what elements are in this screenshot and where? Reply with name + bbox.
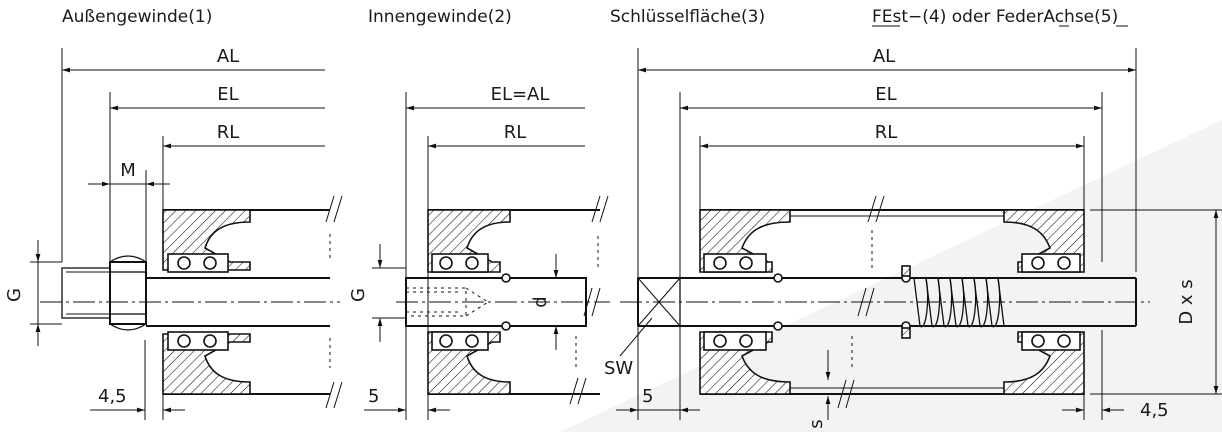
title-aussengewinde: Außengewinde(1) <box>62 7 212 27</box>
title-fest-federachse: FEst−(4) oder FederAchse(5) <box>872 7 1118 27</box>
dim-al-1: AL <box>217 46 239 67</box>
dim-m: M <box>120 160 136 181</box>
dim-s: s <box>806 419 827 428</box>
dim-d-x-s: D x s <box>1176 279 1197 324</box>
dim-rl-2: RL <box>504 122 527 143</box>
dim-d: d <box>530 296 551 307</box>
background-shade <box>560 120 1222 432</box>
dim-5-right: 5 <box>642 386 653 407</box>
dim-4-5-right: 4,5 <box>1140 400 1169 421</box>
title-schluesselflaeche: Schlüsselfläche(3) <box>610 7 765 27</box>
dim-4-5-left: 4,5 <box>98 386 127 407</box>
dim-el-1: EL <box>217 84 238 105</box>
dim-el-3: EL <box>875 84 896 105</box>
dim-5-mid: 5 <box>368 386 379 407</box>
dim-g-2: G <box>348 288 369 302</box>
dim-g-1: G <box>4 288 25 302</box>
figure-aussengewinde <box>30 48 343 420</box>
label-sw: SW <box>604 358 633 379</box>
figure-innengewinde <box>364 92 610 420</box>
title-innengewinde: Innengewinde(2) <box>368 7 512 27</box>
dim-al-3: AL <box>873 46 895 67</box>
figure-federachse <box>616 48 1222 420</box>
dim-el-al: EL=AL <box>491 84 550 105</box>
dim-rl-1: RL <box>217 122 240 143</box>
dim-rl-3: RL <box>875 122 898 143</box>
